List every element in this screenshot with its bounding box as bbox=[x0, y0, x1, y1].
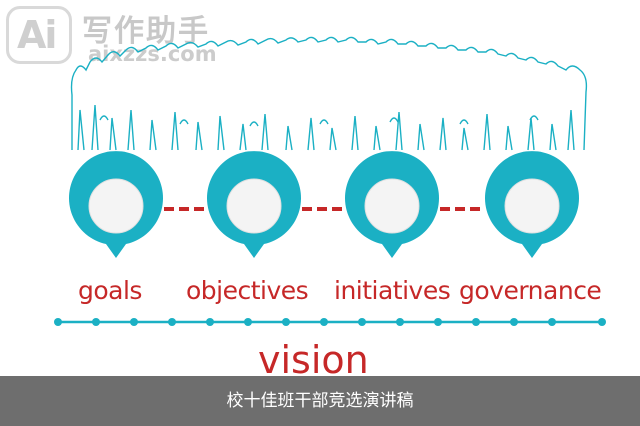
step-label-governance: governance bbox=[459, 276, 602, 305]
pin-goals bbox=[68, 151, 163, 258]
crowd-silhouette bbox=[70, 36, 588, 151]
pin-initiatives bbox=[345, 151, 439, 258]
step-label-objectives: objectives bbox=[186, 276, 309, 305]
step-label-initiatives: initiatives bbox=[334, 276, 451, 305]
dotted-timeline bbox=[54, 318, 606, 326]
logo-icon: Ai bbox=[6, 6, 72, 64]
pin-objectives bbox=[206, 151, 301, 258]
caption-bar: 校十佳班干部竞选演讲稿 bbox=[0, 376, 640, 426]
pin-governance bbox=[485, 151, 579, 258]
vision-word: vision bbox=[258, 338, 369, 382]
step-label-goals: goals bbox=[78, 276, 142, 305]
